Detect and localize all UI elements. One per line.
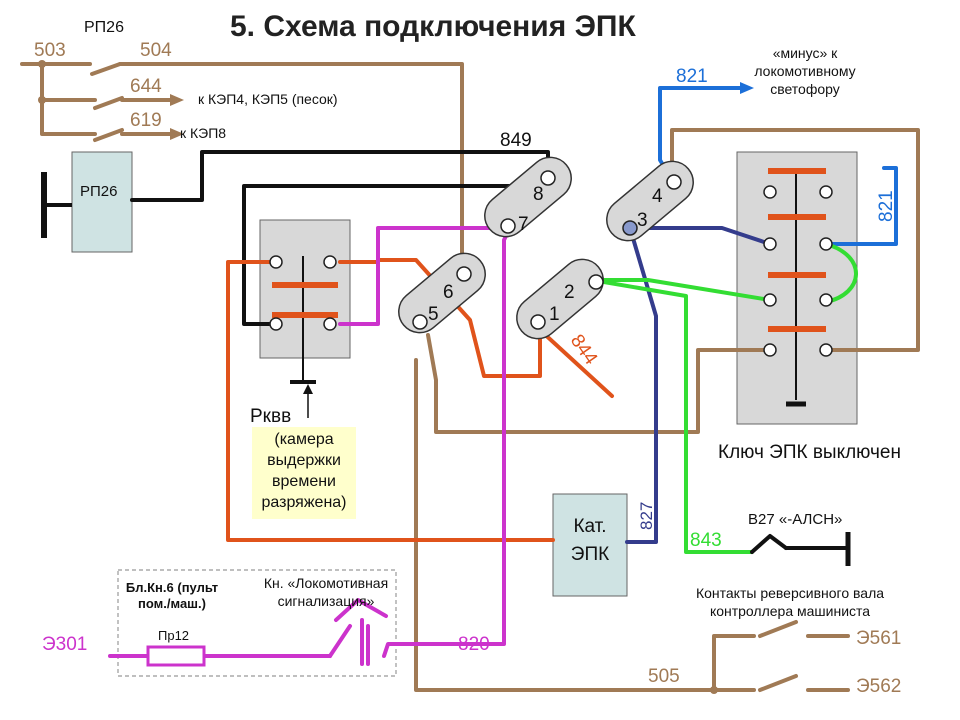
b27-label: В27 «-АЛСН»: [748, 511, 842, 528]
wire-843: [590, 278, 754, 554]
wire-505-label: 505: [648, 666, 680, 687]
arrow-kep8: [170, 128, 184, 140]
rp26-top-label: РП26: [84, 19, 124, 36]
rp26-relay-box: [71, 151, 133, 253]
wire-821-top-label: 821: [676, 66, 708, 87]
terminal-5-label: 5: [428, 304, 439, 325]
wire-504-label: 504: [140, 40, 172, 61]
rkvv-label: Рквв: [250, 406, 291, 427]
terminal-pod-5-6: [398, 252, 486, 334]
wire-green-2-key: [590, 278, 772, 302]
terminal-7-label: 7: [518, 214, 529, 235]
terminal-6-label: 6: [443, 282, 454, 303]
rp26-relay-label: РП26: [80, 183, 117, 200]
wire-black-8: [242, 184, 540, 326]
terminal-8-label: 8: [533, 184, 544, 205]
kep45-label: к КЭП4, КЭП5 (песок): [198, 91, 338, 107]
key-off-label: Ключ ЭПК выключен: [718, 442, 901, 463]
terminal-1-label: 1: [549, 304, 560, 325]
wire-844: [538, 328, 614, 398]
kep8-label: к КЭП8: [180, 125, 226, 141]
wire-827: [625, 226, 658, 544]
wire-849: [130, 150, 550, 202]
terminal-3-label: 3: [637, 210, 648, 231]
fuse-pr12: [146, 645, 206, 667]
b27-switch: [750, 534, 788, 554]
rkvv-relay-board: [259, 219, 351, 359]
kat-epk-label: Кат.ЭПК: [571, 516, 609, 565]
pr12-label: Пр12: [158, 628, 189, 643]
wire-821-side: [824, 166, 898, 246]
e301-label: Э301: [42, 634, 87, 655]
wire-820-label: 820: [458, 634, 490, 655]
e561-label: Э561: [856, 628, 901, 649]
terminal-2-label: 2: [564, 282, 575, 303]
wire-644-label: 644: [130, 76, 162, 97]
brown-wires: [20, 62, 920, 692]
wire-619-label: 619: [130, 110, 162, 131]
control-block-frame: [117, 569, 397, 677]
wire-844-label: 844: [566, 331, 602, 369]
e562-label: Э562: [856, 676, 901, 697]
wire-827-label: 827: [637, 502, 656, 530]
terminal-4-label: 4: [652, 186, 663, 207]
arrow-kep45: [170, 94, 184, 106]
terminal-pod-3-4: [606, 160, 694, 242]
terminal-pod-7-8: [484, 156, 572, 238]
arrow-821: [740, 82, 754, 94]
terminal-pod-1-2: [516, 258, 604, 340]
kat-epk-box: [552, 493, 628, 597]
diagram-title: 5. Схема подключения ЭПК: [230, 10, 636, 43]
rkvv-note-bg: [252, 427, 356, 519]
wire-navy-3-key: [628, 226, 772, 246]
wire-843-label: 843: [690, 530, 722, 551]
wire-green-key-loop: [824, 242, 858, 304]
wire-821-side-label: 821: [876, 190, 897, 222]
wire-849-label: 849: [500, 130, 532, 151]
wire-503-label: 503: [34, 40, 66, 61]
wire-orange-kat: [226, 260, 555, 542]
